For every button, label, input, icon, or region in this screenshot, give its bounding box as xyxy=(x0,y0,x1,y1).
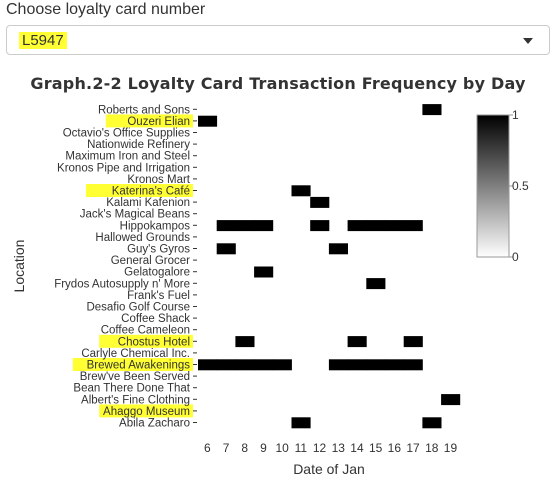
heatmap-cell xyxy=(235,336,255,348)
y-tick-label: Guy's Gyros xyxy=(127,244,190,256)
colorbar-tick-label: 0 xyxy=(512,250,519,264)
y-tick-label: Jack's Magical Beans xyxy=(80,209,190,221)
heatmap-cell xyxy=(254,266,274,278)
heatmap-cell xyxy=(291,417,311,429)
heatmap-cell xyxy=(272,359,292,371)
heatmap-cell xyxy=(366,220,386,232)
colorbar xyxy=(476,114,510,258)
y-tick-label: Albert's Fine Clothing xyxy=(81,394,190,406)
heatmap-cell xyxy=(366,278,386,290)
y-axis-title: Location xyxy=(11,240,27,293)
colorbar-tick-label: 0.5 xyxy=(512,179,529,193)
x-tick-label: 10 xyxy=(275,441,289,455)
heatmap-cell xyxy=(366,359,386,371)
heatmap-cell xyxy=(310,196,330,208)
y-label-highlight xyxy=(99,404,193,418)
x-tick-label: 7 xyxy=(223,441,230,455)
y-label-highlight xyxy=(99,334,193,348)
y-tick-label: Hallowed Grounds xyxy=(95,232,190,244)
x-tick-label: 15 xyxy=(369,441,383,455)
y-tick-label: Kronos Mart xyxy=(127,174,190,186)
heatmap-cell xyxy=(403,336,423,348)
x-tick-label: 18 xyxy=(425,441,439,455)
heatmap-cell xyxy=(216,359,236,371)
y-tick-label: Bean There Done That xyxy=(73,383,190,395)
y-label-highlight xyxy=(105,114,193,128)
y-tick-label: Hippokampos xyxy=(120,220,191,232)
chevron-down-icon[interactable] xyxy=(523,38,533,44)
heatmap-cell xyxy=(216,220,236,232)
y-label-highlight xyxy=(86,184,193,197)
heatmap-cell xyxy=(422,417,442,429)
heatmap-cell xyxy=(198,115,218,127)
x-tick-label: 17 xyxy=(406,441,420,455)
heatmap-cell xyxy=(254,359,274,371)
y-tick-label: Nationwide Refinery xyxy=(87,139,190,151)
y-tick-label: Maximum Iron and Steel xyxy=(65,151,190,163)
x-tick-label: 12 xyxy=(313,441,327,455)
heatmap-cell xyxy=(385,220,405,232)
heatmap-cell xyxy=(254,220,274,232)
heatmap-cell xyxy=(198,359,218,371)
y-tick-label: Brew've Been Served xyxy=(80,371,190,383)
x-axis-title: Date of Jan xyxy=(293,461,365,477)
y-tick-label: Kalami Kafenion xyxy=(106,197,190,209)
y-tick-label: Katerina's Café xyxy=(112,186,190,198)
card-number-select[interactable]: L5947 xyxy=(6,25,550,55)
y-tick-label: Ahaggo Museum xyxy=(103,406,190,418)
heatmap-cell xyxy=(291,185,311,197)
card-select-value: L5947 xyxy=(19,32,67,49)
heatmap-cell xyxy=(216,243,236,255)
y-tick-label: Roberts and Sons xyxy=(98,104,190,116)
x-tick-label: 8 xyxy=(241,441,248,455)
x-tick-label: 16 xyxy=(388,441,402,455)
heatmap-cell xyxy=(347,359,367,371)
y-label-highlight xyxy=(72,358,193,371)
y-tick-label: Frank's Fuel xyxy=(127,290,190,302)
heatmap-cell xyxy=(235,359,255,371)
y-tick-label: Desafio Golf Course xyxy=(86,302,190,314)
y-tick-label: Abila Zacharo xyxy=(119,418,190,430)
colorbar-tick-label: 1 xyxy=(512,108,519,122)
x-tick-label: 19 xyxy=(444,441,458,455)
heatmap-cell xyxy=(422,104,442,116)
card-select-label: Choose loyalty card number xyxy=(6,1,206,18)
y-tick-label: Kronos Pipe and Irrigation xyxy=(57,162,190,174)
x-tick-label: 9 xyxy=(260,441,267,455)
y-tick-label: Ouzeri Elian xyxy=(127,116,190,128)
heatmap-cell xyxy=(441,394,461,406)
heatmap-cell xyxy=(347,336,367,348)
y-tick-label: Carlyle Chemical Inc. xyxy=(81,348,190,360)
heatmap-cell xyxy=(403,359,423,371)
heatmap-cell xyxy=(403,220,423,232)
heatmap-cell xyxy=(310,220,330,232)
x-tick-label: 13 xyxy=(332,441,346,455)
heatmap-cell xyxy=(385,359,405,371)
heatmap-cell xyxy=(235,220,255,232)
heatmap-cell xyxy=(347,220,367,232)
y-tick-label: Chostus Hotel xyxy=(118,336,190,348)
y-tick-label: Frydos Autosupply n' More xyxy=(54,278,190,290)
y-tick-label: Gelatogalore xyxy=(124,267,190,279)
x-tick-label: 14 xyxy=(350,441,364,455)
y-tick-label: Brewed Awakenings xyxy=(87,360,191,372)
heatmap-cell xyxy=(328,243,348,255)
chart-title: Graph.2-2 Loyalty Card Transaction Frequ… xyxy=(30,74,526,93)
x-tick-label: 6 xyxy=(204,441,211,455)
y-tick-label: General Grocer xyxy=(111,255,190,267)
x-tick-label: 11 xyxy=(295,441,308,455)
y-tick-label: Coffee Shack xyxy=(121,313,190,325)
heatmap-cell xyxy=(328,359,348,371)
y-tick-label: Octavio's Office Supplies xyxy=(63,128,191,140)
y-tick-label: Coffee Cameleon xyxy=(101,325,190,337)
